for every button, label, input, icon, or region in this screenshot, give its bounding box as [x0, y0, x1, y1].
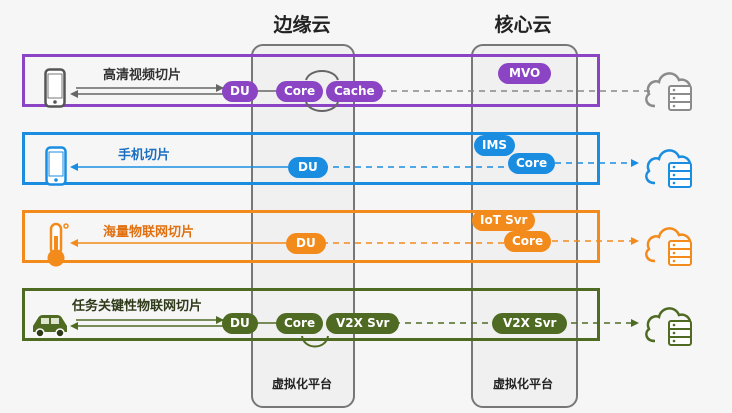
cloud-server-icon [645, 149, 692, 188]
node-v2x-svr: V2X Svr [326, 313, 400, 334]
edge-cloud-title: 边缘云 [273, 14, 331, 36]
arrowhead [216, 84, 224, 92]
edge-virtualization-platform-label: 虚拟化平台 [271, 377, 332, 391]
slice-massive-iot [22, 210, 600, 263]
node-du: DU [222, 313, 258, 334]
slice-mobile-label: 手机切片 [118, 148, 171, 163]
node-cache: Cache [326, 81, 383, 102]
slice-mobile [22, 132, 600, 185]
node-ims: IMS [474, 135, 516, 156]
node-core: Core [276, 81, 324, 102]
loop-arrow-lower [305, 101, 339, 112]
node-mvo: MVO [498, 63, 552, 84]
slice-mission-critical-iot [22, 288, 600, 341]
cloud-server-icon [645, 72, 692, 111]
loop-arrow-upper [305, 70, 339, 81]
node-du: DU [222, 81, 258, 102]
slice-massive-iot-label: 海量物联网切片 [103, 225, 195, 240]
node-du: DU [286, 233, 326, 254]
smartphone-icon [45, 146, 67, 186]
core-cloud-title: 核心云 [494, 14, 552, 36]
car-icon [33, 315, 67, 338]
node-du: DU [288, 157, 328, 178]
slice-hd-video [22, 54, 600, 107]
cloud-server-icon [645, 227, 692, 266]
node-core: Core [504, 231, 552, 252]
cloud-server-icon [645, 307, 692, 346]
slice-mission-critical-iot-label: 任务关键性物联网切片 [72, 299, 203, 314]
node-iot-svr: IoT Svr [472, 210, 536, 231]
core-virtualization-platform-label: 虚拟化平台 [492, 377, 553, 391]
thermometer-icon [47, 222, 69, 267]
node-core: Core [508, 153, 556, 174]
loop-arrow-lower [301, 335, 329, 348]
slice-hd-video-label: 高清视频切片 [103, 68, 182, 83]
node-v2x-svr: V2X Svr [492, 313, 568, 334]
node-core: Core [276, 313, 324, 334]
arrowhead [70, 90, 78, 98]
smartphone-icon [44, 68, 66, 108]
